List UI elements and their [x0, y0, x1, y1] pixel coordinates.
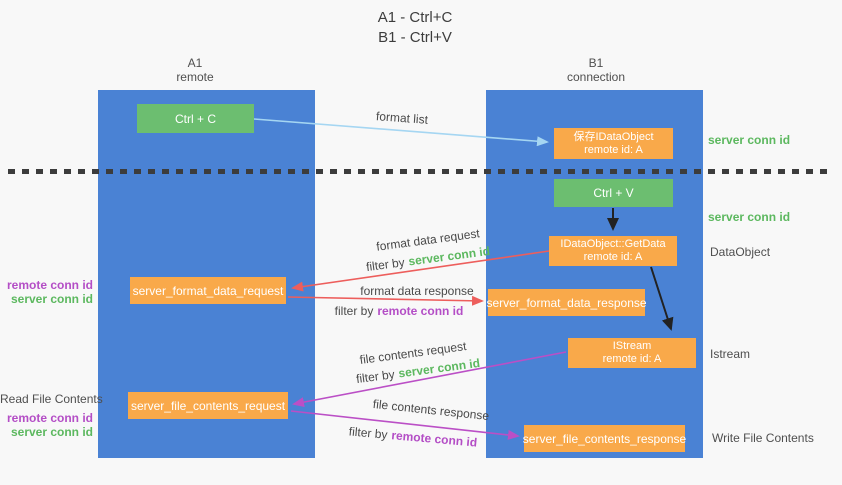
- remote-conn-id-annotation: remote conn id: [6, 278, 93, 292]
- lifeline-a1-name: A1: [187, 56, 203, 70]
- server-file-contents-response-label: server_file_contents_response: [522, 431, 687, 446]
- istream-line2: remote id: A: [602, 353, 662, 365]
- getdata-line2: remote id: A: [583, 251, 643, 263]
- remote-conn-id-text: remote conn id: [390, 428, 478, 450]
- istream-line1: IStream: [612, 340, 652, 352]
- remote-conn-id-annotation: remote conn id: [6, 411, 93, 425]
- getdata-line1: IDataObject::GetData: [560, 238, 666, 250]
- write-file-contents-annotation: Write File Contents: [712, 431, 814, 445]
- filter-by-text: filter by: [365, 255, 406, 275]
- server-format-data-response-label: server_format_data_response: [486, 295, 647, 310]
- diagram-title: A1 - Ctrl+C B1 - Ctrl+V: [330, 8, 500, 48]
- server-format-data-request-node: server_format_data_request: [130, 277, 286, 304]
- istream-node: IStream remote id: A: [568, 338, 696, 368]
- lifeline-header-a1: A1 remote: [135, 56, 255, 84]
- ctrl-v-label: Ctrl + V: [593, 186, 634, 200]
- server-file-contents-request-label: server_file_contents_request: [130, 398, 286, 413]
- machine-separator-dotted-line: [8, 169, 834, 174]
- server-conn-id-annotation-mid: server conn id: [708, 210, 791, 224]
- filter-by-text: filter by: [355, 367, 396, 387]
- server-conn-id-annotation: server conn id: [10, 425, 93, 439]
- title-line-a1: A1 - Ctrl+C: [377, 9, 453, 26]
- save-idataobject-node: 保存IDataObject remote id: A: [554, 128, 673, 159]
- lifeline-a1-role: remote: [176, 70, 214, 84]
- ctrl-c-node: Ctrl + C: [137, 104, 254, 133]
- ctrl-v-node: Ctrl + V: [554, 179, 673, 207]
- server-format-data-response-node: server_format_data_response: [486, 289, 647, 316]
- idataobject-getdata-node: IDataObject::GetData remote id: A: [549, 236, 677, 266]
- server-format-data-request-label: server_format_data_request: [132, 283, 284, 298]
- dataobject-annotation: DataObject: [710, 245, 771, 259]
- ctrl-c-label: Ctrl + C: [174, 111, 216, 126]
- save-idataobject-line1: 保存IDataObject: [573, 130, 654, 143]
- remote-conn-id-text: remote conn id: [377, 304, 464, 318]
- title-line-b1: B1 - Ctrl+V: [378, 29, 452, 46]
- left-conn-id-annotation-top: remote conn id server conn id: [0, 278, 93, 306]
- left-conn-id-annotation-bottom: remote conn id server conn id: [0, 411, 93, 439]
- filter-by-text: filter by: [348, 424, 389, 442]
- save-idataobject-line2: remote id: A: [584, 143, 643, 156]
- lifeline-b1-role: connection: [566, 70, 626, 84]
- istream-annotation: Istream: [710, 347, 751, 361]
- lifeline-b1-name: B1: [588, 56, 604, 70]
- format-list-label: format list: [375, 109, 429, 127]
- server-file-contents-request-node: server_file_contents_request: [128, 392, 288, 419]
- server-conn-id-annotation-top: server conn id: [708, 133, 791, 147]
- server-file-contents-response-node: server_file_contents_response: [522, 425, 687, 452]
- filter-by-text: filter by: [334, 304, 374, 318]
- server-conn-id-annotation: server conn id: [10, 292, 93, 306]
- read-file-contents-annotation: Read File Contents: [0, 392, 103, 406]
- file-contents-response-label: file contents response: [372, 396, 490, 424]
- format-data-response-label: format data response: [360, 284, 474, 298]
- lifeline-header-b1: B1 connection: [536, 56, 656, 84]
